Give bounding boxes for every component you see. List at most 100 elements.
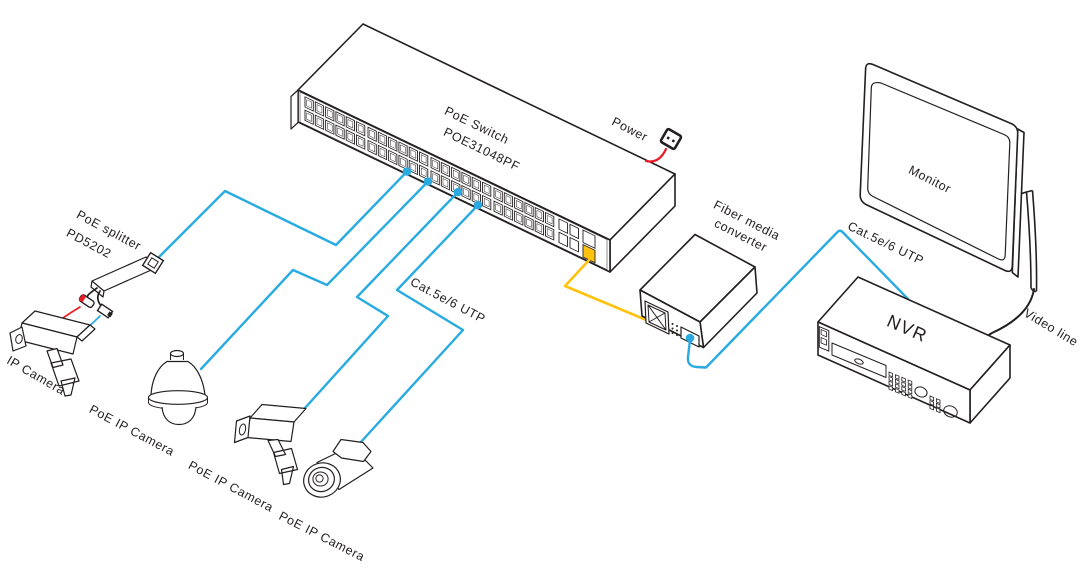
switch-port-dot-1 — [402, 167, 412, 176]
port-slot — [369, 142, 375, 153]
monitor-screen — [867, 81, 1011, 261]
port-slot — [337, 114, 343, 124]
port-slot — [514, 196, 524, 213]
port-slot — [408, 159, 418, 176]
nvr-knob-1 — [914, 386, 928, 398]
port-slot — [936, 402, 941, 409]
port-slot — [357, 137, 364, 147]
port-slot — [304, 109, 314, 126]
converter-led-dots — [671, 323, 678, 336]
camera3-bracket — [267, 438, 299, 486]
port-slot — [558, 231, 568, 248]
port-slot — [327, 122, 333, 132]
power-cable — [644, 147, 668, 163]
port-slot — [356, 134, 366, 150]
port-slot — [526, 205, 532, 215]
port-slot — [483, 184, 490, 194]
port-slot — [546, 214, 553, 225]
monitor — [859, 62, 1038, 337]
port-slot — [410, 149, 417, 159]
port-slot — [558, 218, 568, 234]
port-slot — [546, 228, 553, 238]
nvr-button-grid — [888, 371, 913, 400]
port-slot — [505, 195, 512, 205]
port-slot — [569, 236, 579, 253]
port-slot — [473, 193, 480, 203]
port-slot — [410, 162, 417, 173]
port-slot — [482, 181, 492, 198]
poe-ip-camera-cylinder — [303, 438, 374, 498]
port-slot — [907, 388, 913, 395]
port-slot — [493, 200, 503, 216]
port-slot — [888, 376, 893, 382]
port-slot — [582, 229, 596, 249]
port-slot — [377, 131, 388, 147]
switch-port-dot-2 — [423, 177, 433, 186]
port-slot — [327, 109, 333, 119]
port-slot — [347, 119, 354, 129]
port-slot — [901, 390, 906, 397]
switch-port-dot-3 — [453, 187, 463, 197]
port-slot — [419, 151, 429, 167]
port-slot — [503, 192, 514, 208]
port-slot — [398, 154, 408, 171]
port-slot — [516, 200, 522, 210]
camera4-lens-ring2 — [307, 466, 336, 493]
port-slot — [337, 127, 343, 137]
switch-left-cap — [290, 89, 299, 130]
port-slot — [388, 149, 398, 166]
port-slot — [463, 188, 469, 198]
switch-port-dot-4 — [473, 200, 483, 210]
port-slot — [356, 120, 366, 137]
port-slot — [369, 129, 375, 139]
camera1-lens-ring — [15, 334, 23, 344]
port-slot — [335, 124, 345, 140]
poe-ip-camera-dome — [147, 349, 209, 426]
camera3-lens-ring — [238, 423, 247, 436]
dome-knob — [169, 349, 185, 358]
dome-bubble — [161, 406, 197, 426]
port-slot — [398, 141, 408, 157]
nvr — [817, 276, 1011, 424]
camera4-bracket — [332, 438, 372, 463]
port-slot — [314, 114, 325, 130]
port-slot — [545, 225, 555, 241]
port-slot — [929, 400, 934, 406]
port-slot — [534, 220, 544, 236]
port-slot — [379, 134, 386, 144]
port-slot — [901, 381, 906, 388]
port-slot — [483, 197, 490, 208]
port-slot — [895, 378, 900, 385]
port-slot — [888, 380, 893, 387]
port-slot — [888, 385, 893, 392]
port-slot — [493, 187, 503, 203]
port-slot — [888, 371, 893, 378]
port-slot — [536, 223, 543, 233]
converter-sc-port-inner — [647, 304, 667, 331]
port-slot — [432, 173, 438, 183]
port-slot — [516, 213, 522, 223]
port-slot — [442, 164, 449, 175]
splitter-rj45-plug — [96, 303, 114, 319]
ip-camera-bullet — [9, 310, 96, 397]
port-slot — [929, 395, 934, 402]
utp-cable-2 — [199, 180, 430, 371]
port-slot — [482, 194, 492, 211]
port-slot — [440, 175, 451, 191]
port-slot — [335, 111, 345, 127]
port-slot — [304, 96, 314, 112]
dome-knob-neck — [170, 353, 184, 360]
port-slot — [408, 146, 418, 162]
port-slot — [325, 106, 335, 122]
port-slot — [505, 208, 512, 218]
port-slot — [895, 387, 900, 394]
port-slot — [524, 215, 534, 231]
port-slot — [420, 154, 427, 164]
port-slot — [545, 211, 555, 228]
port-slot — [503, 205, 514, 221]
port-slot — [314, 101, 325, 117]
port-slot — [453, 169, 459, 180]
port-slot — [432, 159, 438, 170]
port-slot — [316, 104, 323, 114]
